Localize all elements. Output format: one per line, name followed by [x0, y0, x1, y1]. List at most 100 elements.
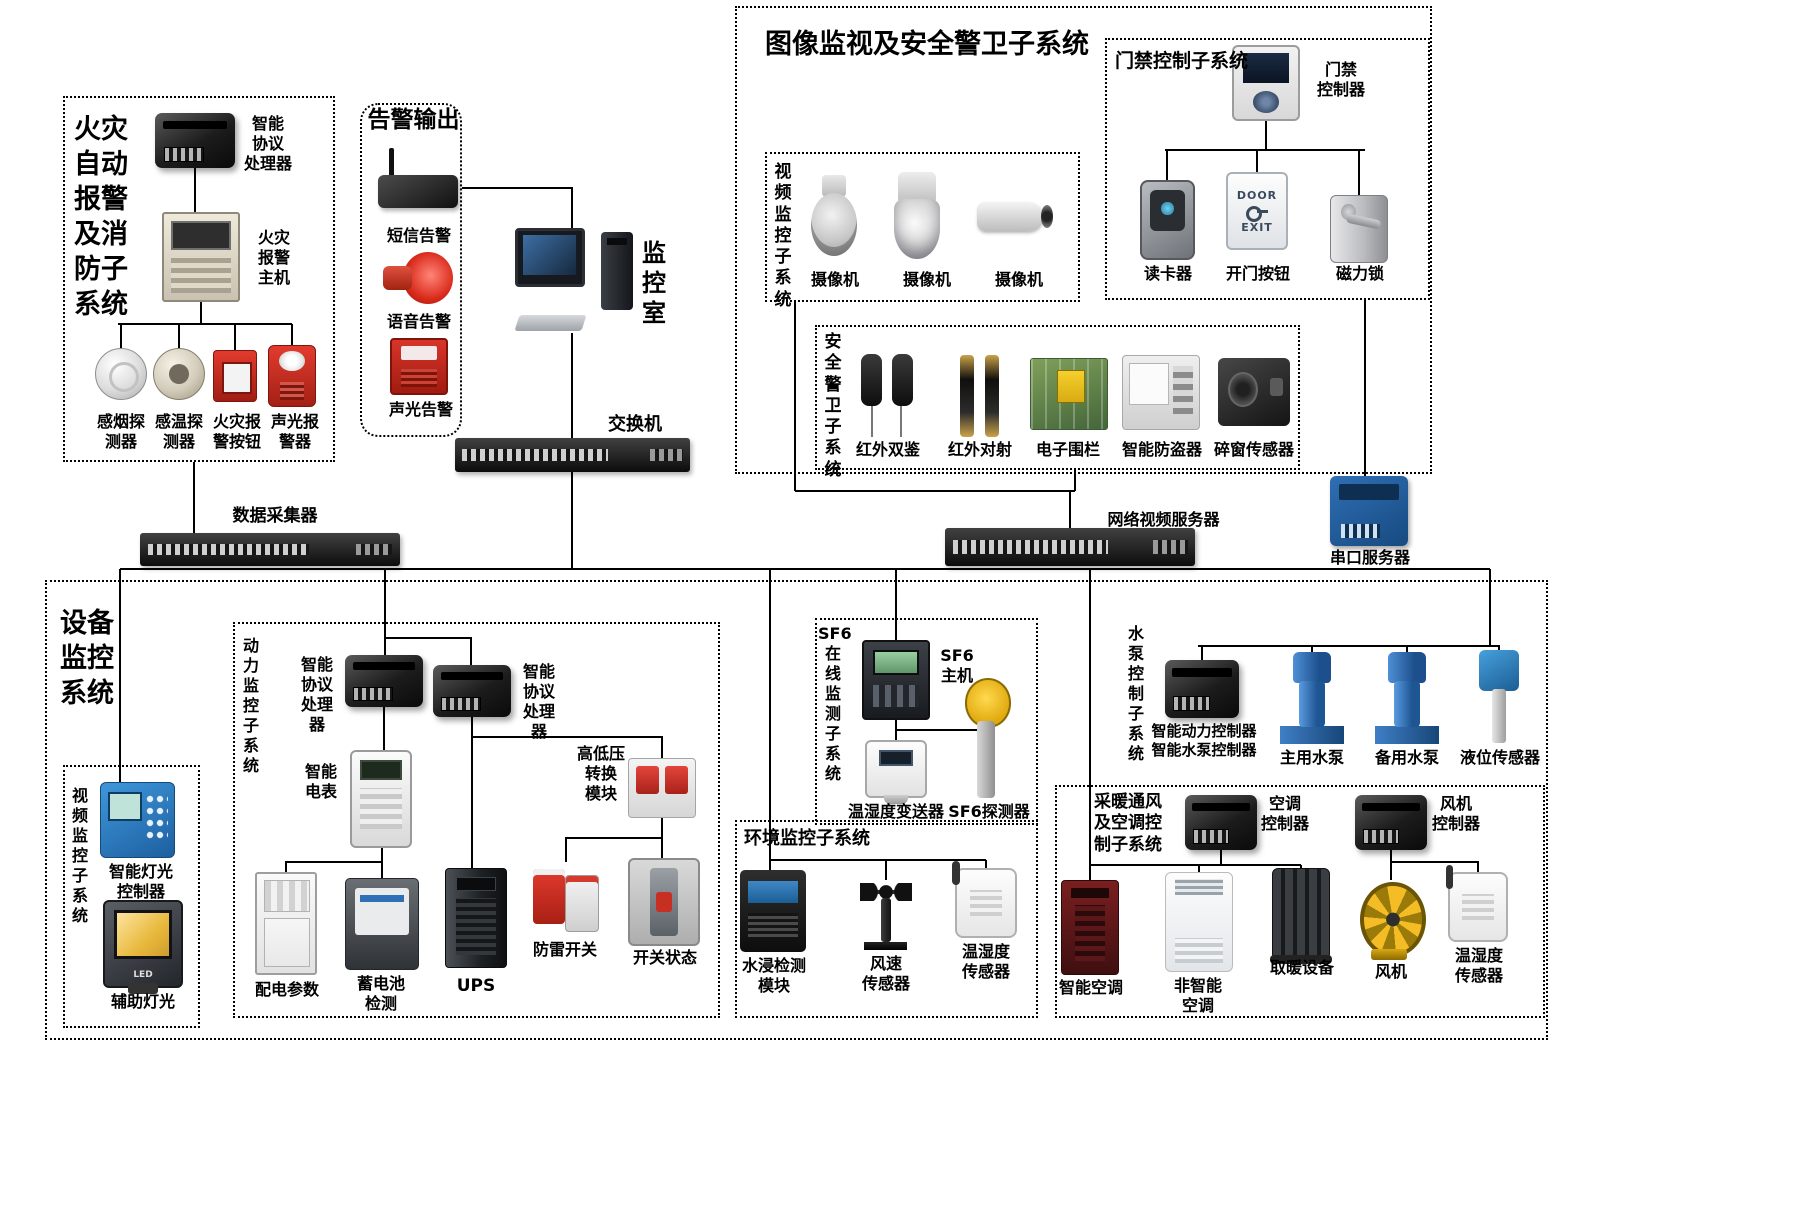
ac-controller-label: 空调 控制器 — [1260, 794, 1309, 833]
smart-meter-device — [350, 750, 412, 848]
electronic-fence-label: 电子围栏 — [1035, 440, 1100, 459]
heat-detector — [153, 348, 205, 400]
pump-controller-label: 智能动力控制器 智能水泵控制器 — [1151, 722, 1257, 759]
ptz-camera — [885, 172, 949, 267]
non-smart-ac-label: 非智能 空调 — [1173, 976, 1222, 1015]
dome-camera — [805, 175, 863, 265]
th-transmitter-label: 温湿度变送器 — [847, 802, 944, 821]
main-pump-device — [1280, 652, 1344, 744]
heating-equipment-label: 取暖设备 — [1269, 958, 1334, 977]
smart-lighting-controller-label: 智能灯光 控制器 — [108, 862, 173, 901]
fan-controller-device — [1355, 795, 1427, 850]
pc-tower — [601, 232, 633, 310]
core-switch-label: 交换机 — [608, 414, 662, 435]
ups-device — [445, 868, 507, 968]
backup-pump-device — [1375, 652, 1439, 744]
monitoring-room-label: 监 控 室 — [642, 239, 666, 327]
led-text: LED — [133, 970, 153, 980]
wind-speed-sensor-label: 风速 传感器 — [861, 954, 910, 993]
sound-light-alarm-output — [390, 338, 448, 395]
access-controller-label: 门禁 控制器 — [1316, 60, 1365, 99]
serial-server-device — [1330, 476, 1408, 546]
card-reader-label: 读卡器 — [1143, 264, 1192, 283]
environment-monitoring-title: 环境监控子系统 — [744, 828, 870, 849]
auxiliary-light-label: 辅助灯光 — [110, 992, 175, 1011]
sound-light-output-label: 声光告警 — [388, 400, 453, 419]
electronic-fence-device — [1030, 358, 1108, 430]
voice-alarm-horn — [383, 248, 453, 308]
smart-meter-label: 智能 电表 — [304, 762, 337, 801]
access-controller-terminal — [1232, 45, 1300, 121]
dual-infrared-label: 红外双鉴 — [855, 440, 920, 459]
hv-lv-conversion-module — [628, 758, 696, 818]
power-processor-left-label: 智能 协议 处理器 — [300, 655, 333, 734]
surveillance-security-title: 图像监视及安全警卫子系统 — [765, 29, 1089, 60]
power-monitoring-title: 动 力 监 控 子 系 统 — [242, 636, 259, 775]
data-collector-label: 数据采集器 — [232, 506, 318, 526]
card-reader-device — [1140, 180, 1195, 260]
network-video-server-label: 网络视频服务器 — [1107, 510, 1220, 529]
fire-alarm-button — [213, 350, 257, 402]
door-button-exit-text: EXIT — [1241, 220, 1273, 234]
smart-burglar-alarm-device — [1122, 355, 1200, 430]
security-guard-title: 安 全 警 卫 子 系 统 — [824, 332, 842, 480]
distribution-params-label: 配电参数 — [254, 980, 319, 999]
magnetic-lock-device — [1330, 195, 1388, 263]
voice-alarm-label: 语音告警 — [386, 312, 451, 331]
bullet-camera — [975, 188, 1055, 253]
temp-humidity-sensor-env — [952, 860, 1017, 938]
data-collector-device — [140, 533, 400, 566]
liquid-level-sensor-device — [1470, 650, 1528, 743]
monitoring-room-pc — [514, 228, 635, 333]
wind-speed-sensor-device — [855, 880, 917, 950]
non-smart-air-conditioner — [1165, 872, 1233, 972]
camera-1-label: 摄像机 — [810, 270, 859, 289]
infrared-beam-detector — [952, 355, 1007, 437]
pc-keyboard — [514, 315, 588, 331]
fire-alarm-host-label: 火灾 报警 主机 — [257, 228, 290, 287]
fire-protocol-processor — [155, 113, 235, 168]
serial-server-label: 串口服务器 — [1329, 548, 1410, 567]
temp-humidity-transmitter-device — [865, 740, 927, 804]
smoke-detector — [95, 348, 147, 400]
main-pump-label: 主用水泵 — [1279, 748, 1344, 767]
distribution-cabinet — [255, 872, 317, 975]
smart-air-conditioner — [1061, 880, 1119, 975]
battery-detection-label: 蓄电池 检测 — [356, 974, 405, 1013]
door-open-button-device: DOOR EXIT — [1226, 172, 1288, 250]
battery-detection-device — [345, 878, 419, 970]
sf6-detector-label: SF6探测器 — [948, 802, 1030, 821]
sf6-detector-device — [958, 678, 1014, 798]
fan-label: 风机 — [1374, 962, 1407, 981]
fan-controller-label: 风机 控制器 — [1431, 794, 1480, 833]
sf6-host-device — [862, 640, 930, 720]
hv-lv-module-label: 高低压 转换 模块 — [576, 744, 625, 803]
sf6-monitoring-title: SF6 在 线 监 测 子 系 统 — [818, 624, 852, 783]
fire-alarm-button-label: 火灾报 警按钮 — [212, 412, 261, 451]
door-button-door-text: DOOR — [1236, 188, 1278, 202]
switch-status-label: 开关状态 — [632, 948, 697, 967]
glass-break-sensor-device — [1218, 358, 1290, 426]
industrial-fan-device — [1355, 880, 1426, 960]
smart-lighting-controller-device — [100, 782, 175, 858]
power-protocol-processor-left — [345, 655, 423, 707]
infrared-beam-label: 红外对射 — [947, 440, 1012, 459]
door-open-button-label: 开门按钮 — [1225, 264, 1290, 283]
hvac-th-sensor-label: 温湿度 传感器 — [1454, 946, 1503, 985]
water-leak-module-label: 水浸检测 模块 — [741, 956, 806, 995]
pump-control-title: 水 泵 控 制 子 系 统 — [1127, 624, 1144, 763]
power-protocol-processor-right — [433, 665, 511, 717]
access-control-title: 门禁控制子系统 — [1115, 50, 1249, 72]
surge-switch-label: 防雷开关 — [532, 940, 597, 959]
smoke-detector-label: 感烟探 测器 — [96, 412, 145, 451]
equipment-monitoring-title: 设备 监控 系统 — [60, 608, 114, 710]
key-icon — [1246, 205, 1268, 222]
fire-subsystem-title: 火灾 自动 报警 及消 防子 系统 — [74, 114, 128, 321]
sms-alarm-modem — [378, 148, 458, 212]
power-processor-right-label: 智能 协议 处理器 — [522, 662, 555, 741]
video-surveillance-title: 视 频 监 控 子 系 统 — [774, 162, 792, 310]
switch-status-breaker — [628, 858, 700, 946]
fire-alarm-host — [162, 212, 240, 302]
auxiliary-led-floodlight: LED — [103, 900, 183, 994]
